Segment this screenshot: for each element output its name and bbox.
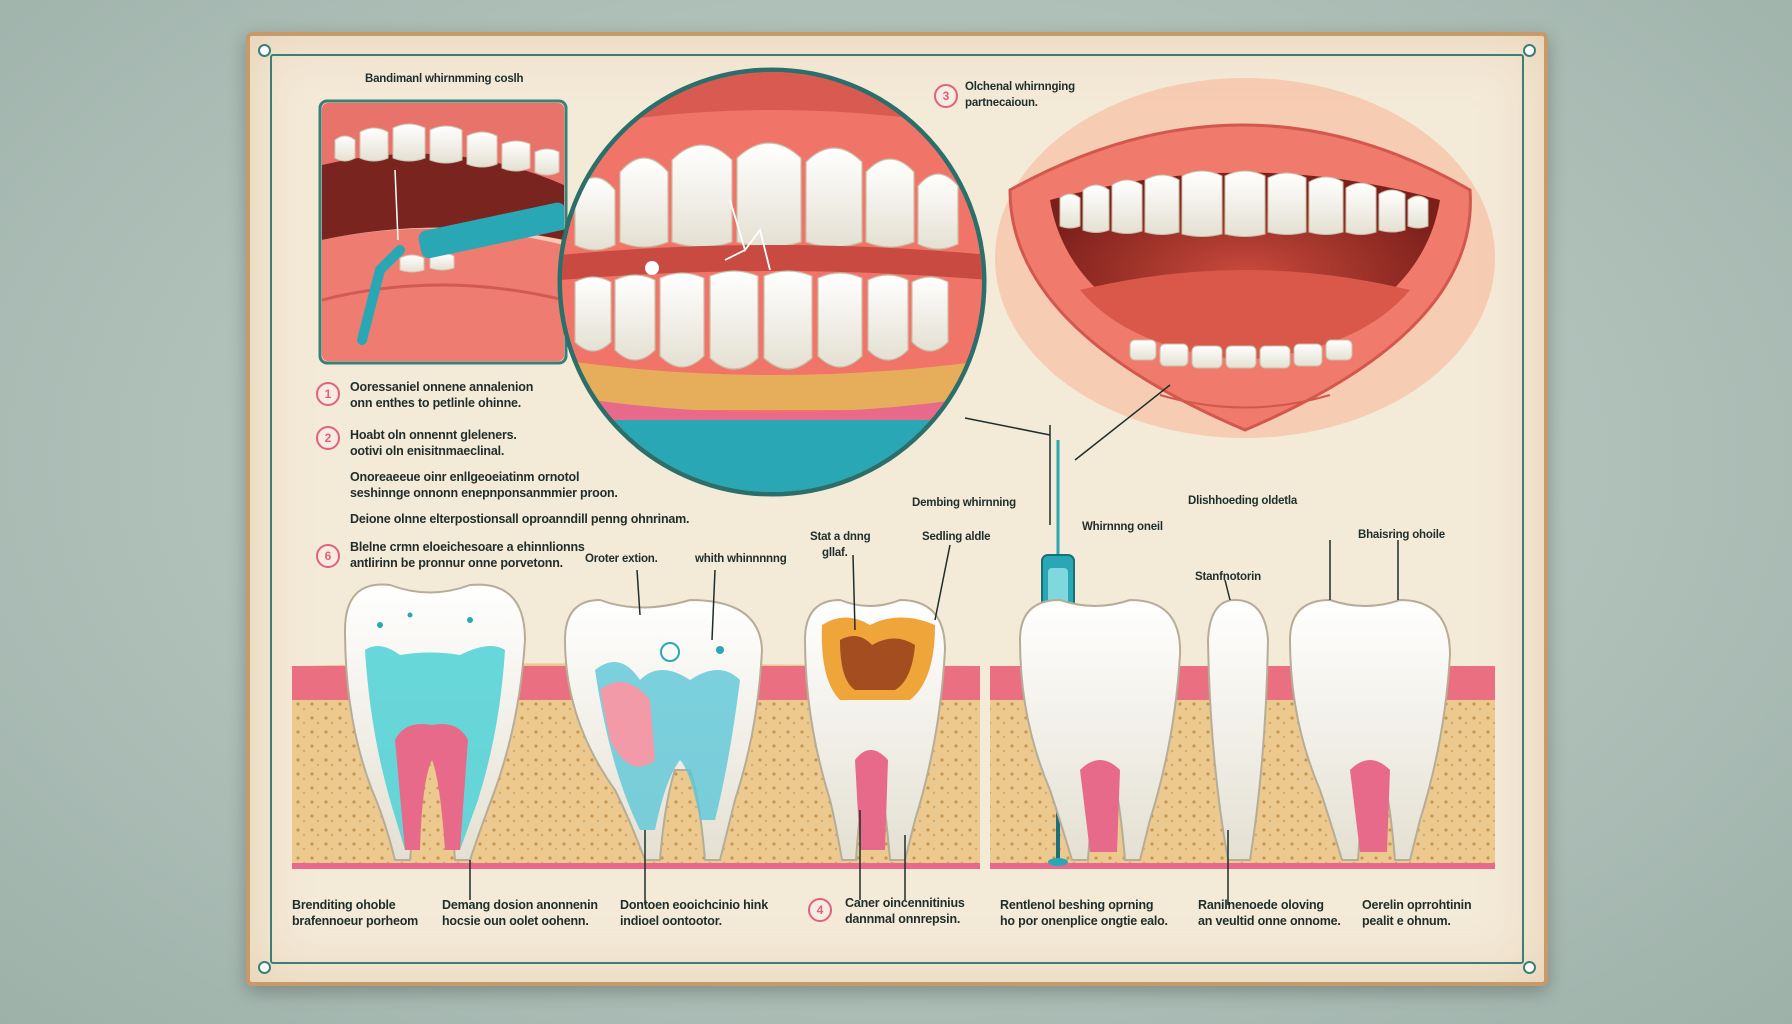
tooth-cross-section-1	[343, 583, 527, 861]
step-text: ootivi oln enisitnmaeclinal.	[350, 444, 505, 458]
bottom-caption: Ranilnenoede oloving	[1198, 898, 1324, 912]
tooth-cross-section-7	[1288, 598, 1452, 861]
step-text: antlirinn be pronnur onne porvetonn.	[350, 556, 563, 570]
step-text: Blelne crmn eloeichesoare a ehinnlionns	[350, 540, 585, 554]
bottom-caption: pealit e ohnum.	[1362, 914, 1451, 928]
step-number-3: 3	[934, 84, 958, 108]
tooth-cross-section-2	[563, 598, 764, 861]
step-text: seshinnge onnonn enepnponsanmmier proon.	[350, 486, 618, 500]
step-number-badge: 1	[316, 382, 340, 406]
top-right-caption-2: partnecaioun.	[965, 97, 1038, 109]
tooth-label-2: whith whinnnnng	[695, 553, 787, 565]
rivet-icon	[1523, 44, 1536, 57]
tooth-label-3b: gllaf.	[822, 547, 848, 559]
step-number-badge: 6	[316, 544, 340, 568]
bottom-caption: Brenditing ohoble	[292, 898, 396, 912]
bottom-caption: Caner oincennitinius	[845, 896, 965, 910]
inset-brushing-illustration	[318, 99, 568, 365]
tooth-label-5: Stanfnotorin	[1195, 571, 1261, 583]
mid-label-1: Dembing whirnning	[912, 497, 1016, 509]
whitening-pencil-label: Whirnnng oneil	[1082, 521, 1163, 533]
bottom-caption: Demang dosion anonnenin	[442, 898, 598, 912]
bottom-caption: an veultid onne onnome.	[1198, 914, 1341, 928]
step-text: Ooressaniel onnene annalenion	[350, 380, 534, 394]
tooth-label-3a: Stat a dnng	[810, 531, 871, 543]
teeth-closeup-circle	[557, 67, 987, 497]
inset-title: Bandimanl whirnmming coslh	[365, 73, 524, 85]
step-text: Onoreaeeue oinr enllgeoeiatinm ornotol	[350, 470, 580, 484]
tooth-cross-section-5	[1018, 598, 1182, 861]
bottom-caption: hocsie oun oolet oohenn.	[442, 914, 589, 928]
pointer-lines	[469, 540, 1399, 905]
leader-lines	[964, 384, 1171, 525]
step-text: Hoabt oln onnennt gleleners.	[350, 428, 517, 442]
bottom-caption: ho por onenplice ongtie ealo.	[1000, 914, 1168, 928]
step-number-badge: 2	[316, 426, 340, 450]
bottom-caption: Oerelin oprrohtinin	[1362, 898, 1472, 912]
tooth-label-1: Oroter extion.	[585, 553, 658, 565]
open-mouth-illustration	[995, 78, 1495, 438]
bottom-caption: Rentlenol beshing oprning	[1000, 898, 1154, 912]
bottom-caption: dannmal onnrepsin.	[845, 912, 961, 926]
tooth-cross-section-3	[803, 598, 947, 861]
top-right-caption-1: Olchenal whirnnging	[965, 81, 1075, 93]
bottom-caption: indioel oontootor.	[620, 914, 722, 928]
mid-label-2: Dlishhoeding oldetla	[1188, 495, 1298, 507]
tooth-cross-section-6	[1206, 598, 1270, 861]
bottom-caption: Dontoen eooichcinio hink	[620, 898, 768, 912]
rivet-icon	[1523, 961, 1536, 974]
rivet-icon	[258, 961, 271, 974]
tooth-label-4: Sedling aldle	[922, 531, 991, 543]
bottom-caption: brafennoeur porheom	[292, 914, 419, 928]
step-number-badge: 4	[808, 898, 832, 922]
poster-inner-border	[270, 54, 1524, 964]
step-text: onn enthes to petlinle ohinne.	[350, 396, 522, 410]
step-text: Deione olnne elterpostionsall oproanndil…	[350, 512, 690, 526]
tooth-label-6: Bhaisring ohoile	[1358, 529, 1445, 541]
rivet-icon	[258, 44, 271, 57]
